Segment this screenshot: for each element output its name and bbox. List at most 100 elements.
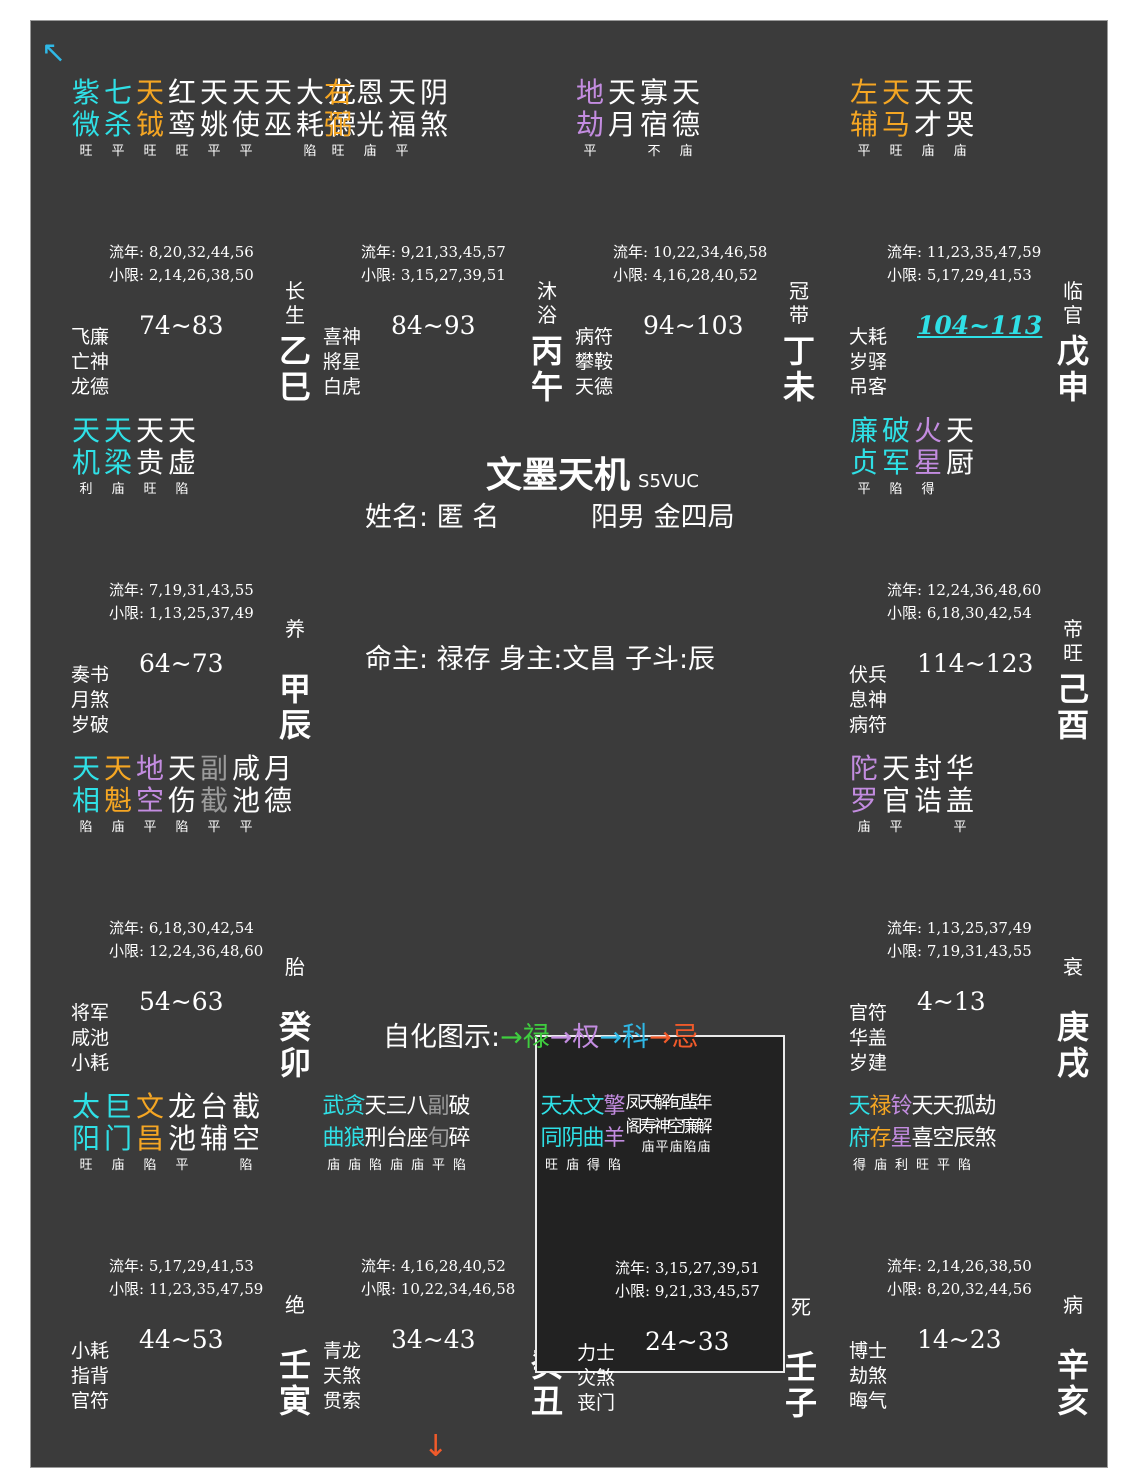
star-brightness: 陷 xyxy=(683,1140,697,1155)
star-char: 解 xyxy=(695,1117,713,1137)
star-char: 曲 xyxy=(582,1126,605,1151)
star-char: 德 xyxy=(327,108,356,141)
god-name: 伏兵 xyxy=(849,664,888,686)
star-char: 禄 xyxy=(869,1094,892,1119)
palace-ganzhi: 甲辰 xyxy=(278,670,311,744)
star-brightness: 庙 xyxy=(953,144,967,159)
star-char: 宿 xyxy=(639,108,668,141)
self-transform-legend: 自化图示:→禄→权→科→忌 xyxy=(383,1015,699,1054)
star-brightness: 旺 xyxy=(175,144,189,159)
star-brightness: 庙 xyxy=(111,482,125,497)
decade-range[interactable]: 114~123 xyxy=(917,649,1034,678)
decade-range[interactable]: 34~43 xyxy=(391,1325,476,1354)
palace-ganzhi: 乙巳 xyxy=(278,332,311,406)
star-char: 年 xyxy=(695,1093,713,1113)
star-column: 红鸾旺 xyxy=(167,77,197,161)
star-brightness: 得 xyxy=(586,1158,600,1173)
god-name: 攀鞍 xyxy=(575,351,614,373)
star-brightness: 平 xyxy=(143,820,157,835)
star-column: 天寿庙 xyxy=(640,1091,657,1157)
star-brightness: 庙 xyxy=(111,820,125,835)
star-column: 华盖平 xyxy=(945,753,975,837)
star-char: 天 xyxy=(913,76,942,109)
star-char: 天 xyxy=(945,76,974,109)
master-line: 命主: 禄存 身主:文昌 子斗:辰 xyxy=(365,644,716,675)
star-column: 三台庙 xyxy=(386,1091,408,1175)
star-char: 孤 xyxy=(953,1094,976,1119)
star-char: 光 xyxy=(355,108,384,141)
star-char: 天 xyxy=(911,1094,934,1119)
star-char: 廉 xyxy=(849,414,878,447)
star-char: 鸾 xyxy=(167,108,196,141)
name-line: 姓名: 匿 名 xyxy=(365,502,500,533)
star-char: 陀 xyxy=(849,752,878,785)
star-column: 天姚平 xyxy=(199,77,229,161)
star-column: 贪狼庙 xyxy=(343,1091,366,1175)
star-char: 伤 xyxy=(167,784,196,817)
arrow-down-icon[interactable]: ↓ xyxy=(423,1429,449,1464)
star-brightness: 陷 xyxy=(957,1158,971,1173)
decade-range[interactable]: 54~63 xyxy=(139,987,224,1016)
legend-item: →权 xyxy=(549,1022,600,1053)
god-name: 天德 xyxy=(575,376,614,398)
decade-range[interactable]: 44~53 xyxy=(139,1325,224,1354)
star-column: 天刑陷 xyxy=(364,1091,387,1175)
star-column: 天梁庙 xyxy=(103,415,133,499)
star-char: 狼 xyxy=(343,1126,366,1151)
star-char: 天 xyxy=(135,414,164,447)
star-char: 紫 xyxy=(71,76,100,109)
star-char: 擎 xyxy=(603,1094,626,1119)
star-column: 天魁庙 xyxy=(103,753,133,837)
decade-range[interactable]: 4~13 xyxy=(917,987,986,1016)
star-column: 铃星利 xyxy=(890,1091,913,1175)
life-stage: 临官 xyxy=(1063,279,1083,327)
palace-cell[interactable]: 紫微旺七杀平天钺旺红鸾旺天姚平天使平天巫大耗陷龙德流年: 8,20,32,44,… xyxy=(31,21,356,406)
decade-range[interactable]: 74~83 xyxy=(139,311,224,340)
star-char: 盖 xyxy=(945,784,974,817)
palace-ganzhi: 壬子 xyxy=(784,1348,817,1422)
liunian-years: 流年: 2,14,26,38,50 xyxy=(887,1257,1032,1275)
star-column: 巨门庙 xyxy=(103,1091,133,1175)
star-char: 羊 xyxy=(603,1126,626,1151)
star-char: 左 xyxy=(849,76,878,109)
star-char: 天 xyxy=(71,414,100,447)
decade-range[interactable]: 24~33 xyxy=(645,1327,730,1356)
star-brightness: 旺 xyxy=(331,144,345,159)
decade-range[interactable]: 94~103 xyxy=(643,311,744,340)
star-char: 月 xyxy=(607,108,636,141)
star-column: 阴煞 xyxy=(419,77,449,161)
decade-range[interactable]: 84~93 xyxy=(391,311,476,340)
star-char: 截 xyxy=(199,784,228,817)
star-char: 刑 xyxy=(364,1126,387,1151)
star-char: 劫 xyxy=(575,108,604,141)
xiaoxian-years: 小限: 10,22,34,46,58 xyxy=(361,1280,516,1298)
arrow-up-left-icon[interactable]: ↖ xyxy=(41,35,67,70)
star-column: 破军陷 xyxy=(881,415,911,499)
star-brightness: 平 xyxy=(857,144,871,159)
decade-range[interactable]: 14~23 xyxy=(917,1325,1002,1354)
star-column: 旬空庙 xyxy=(668,1091,685,1157)
star-char: 台 xyxy=(199,1090,228,1123)
decade-range[interactable]: 104~113 xyxy=(917,311,1043,340)
palace-cell[interactable]: 天同旺太阴庙文曲得擎羊陷凤阁天寿庙解神平旬空庙蜚廉陷年解庙流年: 3,15,27… xyxy=(535,1035,817,1421)
star-brightness: 旺 xyxy=(79,144,93,159)
star-char: 铃 xyxy=(890,1094,913,1119)
star-brightness: 旺 xyxy=(143,144,157,159)
liunian-years: 流年: 11,23,35,47,59 xyxy=(887,243,1042,261)
god-name: 天煞 xyxy=(323,1365,362,1387)
decade-range[interactable]: 64~73 xyxy=(139,649,224,678)
xiaoxian-years: 小限: 5,17,29,41,53 xyxy=(887,266,1032,284)
liunian-years: 流年: 6,18,30,42,54 xyxy=(109,919,254,937)
star-column: 廉贞平 xyxy=(849,415,879,499)
